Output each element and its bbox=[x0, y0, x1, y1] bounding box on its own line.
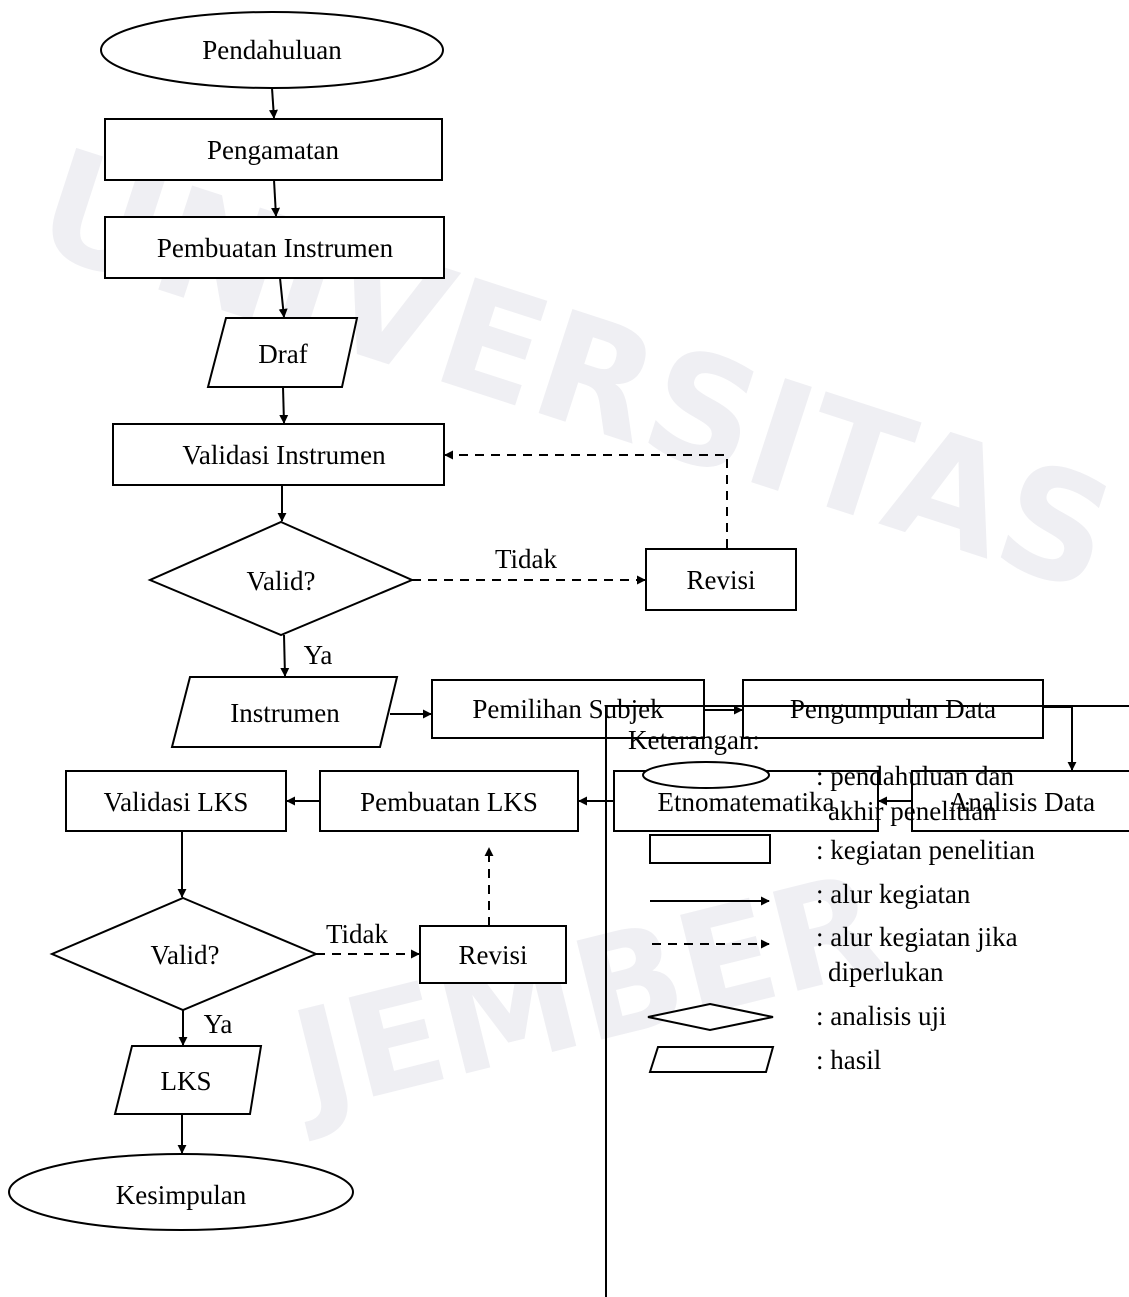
connectors bbox=[177, 87, 1077, 1154]
edge-label-tidak-1: Tidak bbox=[495, 544, 558, 574]
node-revisi-2: Revisi bbox=[419, 925, 567, 984]
node-revisi-1: Revisi bbox=[645, 548, 797, 611]
node-pembuatan-lks: Pembuatan LKS bbox=[319, 770, 579, 832]
legend-item-4-line1: : alur kegiatan jika bbox=[816, 922, 1018, 952]
legend-item-2-line1: : kegiatan penelitian bbox=[816, 835, 1035, 865]
legend-item-5-line1: : analisis uji bbox=[816, 1001, 947, 1031]
node-pengumpulan-data-label: Pengumpulan Data bbox=[790, 694, 996, 724]
node-draf-label: Draf bbox=[258, 339, 307, 369]
node-etnomatematika-label: Etnomatematika bbox=[658, 787, 835, 817]
node-pengamatan-label: Pengamatan bbox=[207, 135, 339, 165]
arrow-ya-instrumen bbox=[280, 634, 290, 677]
node-kesimpulan-label: Kesimpulan bbox=[116, 1180, 247, 1210]
node-validasi-lks-label: Validasi LKS bbox=[104, 787, 249, 817]
arrow-pembuatan-draf bbox=[278, 277, 288, 318]
node-pendahuluan: Pendahuluan bbox=[100, 11, 444, 89]
decision-valid-2: Valid? bbox=[49, 896, 319, 1012]
node-pemilihan-subjek: Pemilihan Subjek bbox=[431, 679, 705, 739]
legend-ellipse-icon bbox=[642, 761, 770, 789]
edge-label-ya-1: Ya bbox=[304, 640, 333, 670]
node-draf: Draf bbox=[206, 317, 359, 388]
decision-valid-1: Valid? bbox=[147, 520, 415, 637]
node-pembuatan-lks-label: Pembuatan LKS bbox=[360, 787, 538, 817]
decision-valid-2-label: Valid? bbox=[151, 940, 220, 970]
edge-label-tidak-2: Tidak bbox=[326, 919, 389, 949]
legend-item-3-line1: : alur kegiatan bbox=[816, 879, 971, 909]
node-revisi-1-label: Revisi bbox=[686, 565, 755, 595]
node-pembuatan-instrumen-label: Pembuatan Instrumen bbox=[157, 233, 394, 263]
legend-rectangle-icon bbox=[649, 834, 771, 864]
node-analisis-data: Analisis Data bbox=[911, 770, 1129, 832]
node-revisi-2-label: Revisi bbox=[458, 940, 527, 970]
node-lks-label: LKS bbox=[160, 1066, 211, 1096]
arrow-draf-validasi bbox=[279, 386, 289, 424]
watermark-bottom: JEMBER bbox=[271, 843, 898, 1148]
node-validasi-instrumen: Validasi Instrumen bbox=[112, 423, 445, 486]
node-pendahuluan-label: Pendahuluan bbox=[202, 35, 342, 65]
node-instrumen: Instrumen bbox=[170, 676, 399, 748]
node-validasi-lks: Validasi LKS bbox=[65, 770, 287, 832]
legend-diamond-icon bbox=[647, 1002, 774, 1032]
edge-label-ya-2: Ya bbox=[204, 1009, 233, 1039]
node-instrumen-label: Instrumen bbox=[230, 698, 340, 728]
node-validasi-instrumen-label: Validasi Instrumen bbox=[182, 440, 386, 470]
node-kesimpulan: Kesimpulan bbox=[8, 1153, 354, 1231]
legend-item-1-line2: akhir penelitian bbox=[828, 796, 997, 826]
arrow-pendahuluan-pengamatan bbox=[268, 87, 278, 119]
node-pengamatan: Pengamatan bbox=[104, 118, 443, 181]
legend-item-6-line1: : hasil bbox=[816, 1045, 881, 1075]
arrow-pengumpulan-analisis bbox=[1043, 706, 1077, 771]
decision-valid-1-label: Valid? bbox=[247, 566, 316, 596]
legend-border bbox=[605, 705, 1129, 1297]
legend-item-4-line2: diperlukan bbox=[828, 957, 944, 987]
node-pembuatan-instrumen: Pembuatan Instrumen bbox=[104, 216, 445, 279]
arrow-pengamatan-pembuatan bbox=[271, 179, 281, 217]
node-pengumpulan-data: Pengumpulan Data bbox=[742, 679, 1044, 739]
legend-title: Keterangan: bbox=[628, 725, 760, 755]
node-lks: LKS bbox=[113, 1045, 263, 1115]
node-analisis-data-label: Analisis Data bbox=[949, 787, 1095, 817]
watermark-top: UNIVERSITAS bbox=[18, 116, 1129, 626]
legend-parallelogram-icon bbox=[648, 1046, 775, 1073]
arrow-revisi-1-validasi bbox=[444, 450, 728, 548]
node-pemilihan-subjek-label: Pemilihan Subjek bbox=[472, 694, 664, 724]
legend-item-1-line1: : pendahuluan dan bbox=[816, 761, 1014, 791]
